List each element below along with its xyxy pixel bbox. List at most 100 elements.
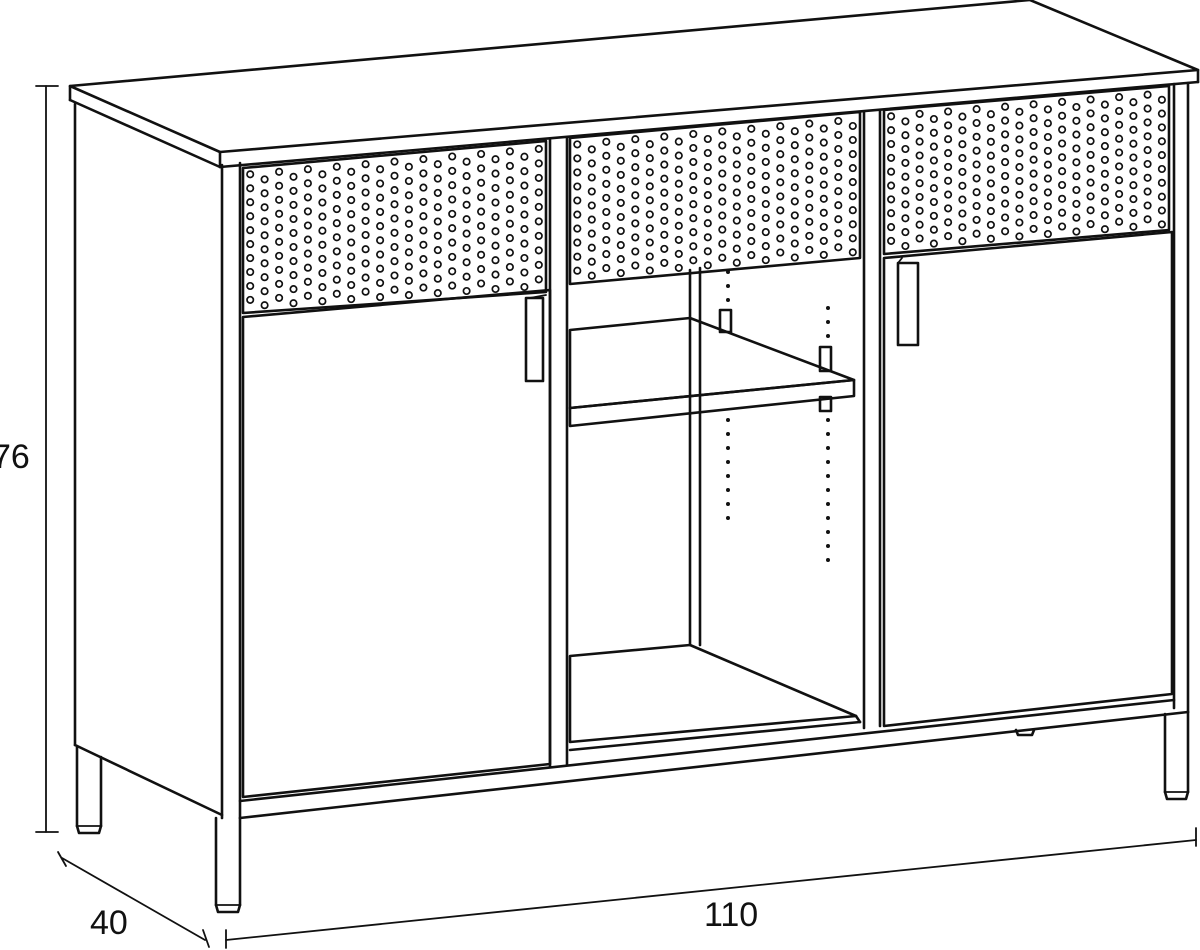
perforation-hole [520, 282, 529, 292]
perforation-hole [790, 211, 799, 220]
perforation-hole [747, 237, 756, 246]
perforation-hole [761, 157, 770, 166]
perforation-hole [505, 147, 514, 156]
perforation-hole [616, 269, 625, 278]
perforation-hole [972, 174, 981, 183]
perforation-hole [477, 265, 486, 274]
perforation-hole [1015, 163, 1024, 172]
shelf-peg-holes [726, 270, 830, 562]
perforation-hole [819, 152, 828, 161]
perforation-hole [776, 206, 785, 215]
perforation-hole [1072, 144, 1081, 153]
perforation-hole [958, 223, 967, 232]
perforation-hole [491, 241, 500, 250]
perforation-hole [848, 234, 857, 243]
perforation-hole [1058, 111, 1067, 120]
perforation-hole [390, 228, 399, 237]
perforation-hole [1029, 155, 1038, 164]
perforation-hole [433, 260, 442, 269]
perforation-hole [505, 190, 514, 199]
perforation-hole [986, 110, 995, 119]
perforation-hole [616, 226, 625, 236]
perforation-hole [1143, 90, 1152, 99]
perforation-hole [616, 156, 625, 165]
perforation-hole [491, 212, 500, 221]
perforation-hole [462, 157, 471, 166]
perforation-hole [1157, 151, 1166, 160]
perforation-hole [419, 212, 428, 221]
perforation-hole [361, 216, 370, 225]
perforation-hole [1072, 130, 1081, 139]
perforation-hole [747, 166, 756, 175]
perforation-hole [462, 286, 471, 296]
perforation-hole [462, 215, 471, 224]
perforation-hole [246, 254, 255, 263]
peg-hole [726, 516, 730, 520]
perforation-hole [660, 160, 669, 169]
perforation-hole [1143, 215, 1152, 224]
width-dimension-line [225, 827, 1197, 949]
perforation-hole [602, 165, 611, 174]
perforation-hole [534, 159, 543, 168]
perforation-hole [419, 269, 428, 278]
perforation-hole [761, 185, 770, 194]
perforation-hole [390, 157, 399, 166]
perforation-hole [819, 138, 828, 147]
perforation-hole [1001, 199, 1010, 208]
perforation-hole [289, 200, 298, 209]
perforation-hole [1043, 160, 1052, 169]
perforation-hole [433, 231, 442, 240]
perforation-hole [246, 240, 255, 249]
perforation-hole [1157, 137, 1166, 146]
perforation-hole [819, 124, 828, 133]
perforation-hole [573, 238, 582, 247]
perforation-hole [332, 162, 341, 171]
perforation-hole [732, 216, 741, 225]
perforation-hole [887, 223, 896, 232]
perforation-hole [1115, 120, 1124, 129]
perforation-holes-left [246, 144, 543, 310]
perforation-hole [915, 123, 924, 132]
perforation-hole [462, 200, 471, 209]
perforation-hole [1029, 211, 1038, 220]
left-door-handle [524, 296, 545, 383]
perforation-hole [1157, 192, 1166, 201]
perforation-hole [689, 172, 698, 181]
perforation-hole [602, 179, 611, 188]
left-door [241, 288, 552, 799]
perforation-hole [1086, 206, 1095, 215]
perforation-hole [1129, 181, 1138, 190]
perforation-hole [631, 149, 640, 158]
perforation-hole [505, 161, 514, 170]
perforation-hole [246, 226, 255, 235]
perforation-hole [848, 178, 857, 187]
perforation-hole [616, 241, 625, 250]
perforation-hole [260, 217, 269, 226]
perforation-hole [1029, 127, 1038, 137]
perforation-hole [462, 172, 471, 181]
peg-hole [826, 460, 830, 464]
perforation-hole [1086, 150, 1095, 159]
perforation-hole [972, 201, 981, 211]
perforation-hole [929, 156, 938, 165]
perforation-hole [1001, 158, 1010, 167]
perforation-hole [289, 228, 298, 238]
perforation-hole [419, 169, 428, 178]
perforation-hole [1115, 203, 1124, 212]
perforation-hole [433, 217, 442, 226]
perforation-hole [944, 232, 953, 241]
perforation-hole [1015, 218, 1024, 227]
perforation-hole [433, 274, 442, 283]
perforation-hole [1157, 109, 1166, 118]
perforation-hole [901, 228, 910, 237]
perforation-hole [491, 198, 500, 207]
perforation-hole [602, 221, 611, 231]
perforation-hole [376, 207, 385, 216]
perforation-hole [1058, 153, 1067, 162]
perforation-hole [419, 226, 428, 235]
perforation-hole [491, 169, 500, 178]
perforation-hole [390, 171, 399, 180]
perforation-hole [1143, 132, 1152, 141]
perforation-hole [718, 239, 727, 248]
peg-hole [726, 298, 730, 302]
